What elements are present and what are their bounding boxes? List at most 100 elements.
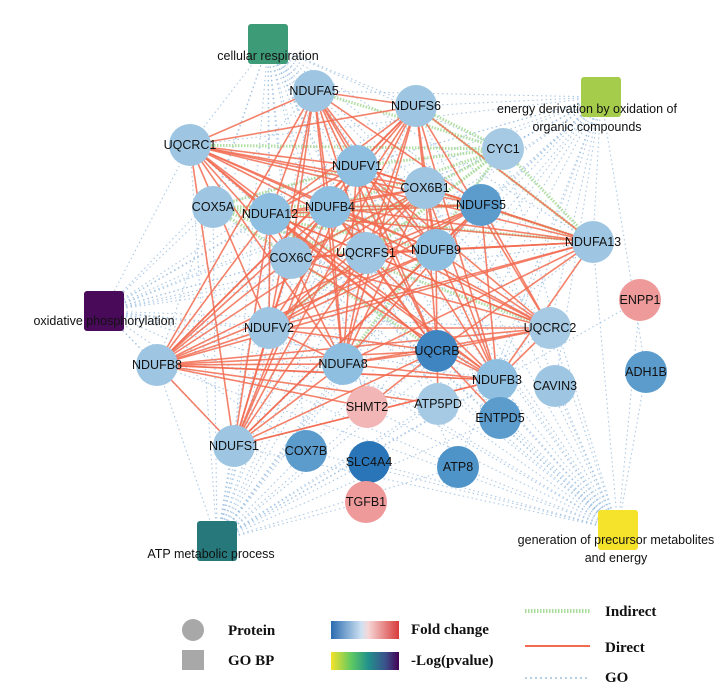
direct-edge <box>156 364 368 408</box>
go-edge <box>216 327 270 542</box>
protein-node-label: UQCRFS1 <box>336 246 396 260</box>
protein-node[interactable]: NDUFA12 <box>242 193 298 235</box>
protein-node[interactable]: NDUFA13 <box>565 221 621 263</box>
protein-node-circle <box>270 237 312 279</box>
protein-node-circle <box>476 359 518 401</box>
protein-node[interactable]: ATP8 <box>437 446 479 488</box>
go-term-node[interactable] <box>248 24 288 64</box>
protein-node[interactable]: ENPP1 <box>619 279 661 321</box>
protein-node-circle <box>437 446 479 488</box>
go-edge <box>617 299 641 531</box>
protein-node[interactable]: UQCRC2 <box>524 307 577 349</box>
indirect-edge <box>501 147 595 244</box>
go-edge <box>103 90 315 312</box>
protein-node[interactable]: UQCRFS1 <box>336 232 396 274</box>
go-edge <box>156 364 218 542</box>
protein-node-circle <box>248 307 290 349</box>
go-term-node[interactable] <box>197 521 237 561</box>
protein-node-label: UQCRC2 <box>524 321 577 335</box>
protein-node[interactable]: COX6B1 <box>400 167 450 209</box>
protein-node[interactable]: NDUFB3 <box>472 359 522 401</box>
protein-node[interactable]: NDUFV2 <box>244 307 294 349</box>
protein-node[interactable]: COX5A <box>192 186 235 228</box>
legend-protein-label: Protein <box>228 623 276 639</box>
protein-node[interactable]: NDUFB9 <box>411 229 461 271</box>
protein-node[interactable]: CAVIN3 <box>533 365 577 407</box>
direct-edge <box>189 144 270 329</box>
direct-edge <box>156 249 437 366</box>
go-edge <box>267 43 307 452</box>
go-edge <box>437 403 619 531</box>
protein-node-circle <box>395 85 437 127</box>
protein-node[interactable]: NDUFS5 <box>456 184 506 226</box>
protein-node-circle <box>348 441 390 483</box>
protein-node-label: NDUFB4 <box>305 200 355 214</box>
protein-node-label: NDUFA13 <box>565 235 621 249</box>
protein-node[interactable]: CYC1 <box>482 128 524 170</box>
protein-node-label: ATP8 <box>443 460 473 474</box>
protein-node[interactable]: ADH1B <box>625 351 667 393</box>
go-edge <box>415 96 602 107</box>
direct-edge <box>233 350 438 447</box>
go-edge <box>313 90 619 531</box>
protein-node[interactable]: SLC4A4 <box>346 441 393 483</box>
protein-node-label: NDUFA8 <box>318 357 367 371</box>
direct-edge <box>290 257 498 381</box>
go-edge <box>435 249 619 531</box>
direct-edge <box>268 90 315 329</box>
protein-node[interactable]: SHMT2 <box>346 386 388 428</box>
protein-node-circle <box>346 386 388 428</box>
go-edge <box>103 310 439 405</box>
go-edge <box>216 363 344 542</box>
protein-node-label: CAVIN3 <box>533 379 577 393</box>
protein-node[interactable]: NDUFS1 <box>209 425 259 467</box>
protein-node-circle <box>534 365 576 407</box>
direct-edge <box>189 144 426 189</box>
protein-node[interactable]: UQCRC1 <box>164 124 217 166</box>
protein-node-label: COX6B1 <box>400 181 449 195</box>
go-edge <box>554 385 619 531</box>
protein-node[interactable]: NDUFB4 <box>305 186 355 228</box>
go-term-node[interactable] <box>598 510 638 550</box>
protein-node-circle <box>625 351 667 393</box>
protein-node-label: TGFB1 <box>346 495 386 509</box>
go-edge <box>267 43 331 208</box>
protein-node[interactable]: NDUFV1 <box>332 145 382 187</box>
direct-edge <box>424 187 498 381</box>
protein-node[interactable]: NDUFB8 <box>132 344 182 386</box>
protein-node-circle <box>136 344 178 386</box>
protein-node-circle <box>619 279 661 321</box>
go-edge <box>499 417 619 531</box>
protein-node-circle <box>417 383 459 425</box>
go-edge <box>435 96 602 251</box>
go-term-node[interactable] <box>581 77 621 117</box>
protein-node-circle <box>285 430 327 472</box>
direct-edge <box>313 90 482 206</box>
protein-node[interactable]: ATP5PD <box>414 383 462 425</box>
direct-edge <box>313 90 498 381</box>
go-edge <box>216 165 358 542</box>
go-edge <box>617 371 647 531</box>
go-edge <box>103 310 307 452</box>
go-edge <box>189 144 218 542</box>
protein-node[interactable]: TGFB1 <box>345 481 387 523</box>
protein-node[interactable]: UQCRB <box>414 330 460 372</box>
protein-node[interactable]: NDUFA8 <box>318 343 368 385</box>
go-edge <box>216 213 271 542</box>
direct-edge <box>435 249 498 381</box>
direct-edge <box>156 364 439 405</box>
direct-edge <box>290 90 315 259</box>
direct-edge <box>269 204 482 215</box>
protein-node[interactable]: NDUFS6 <box>391 85 441 127</box>
legend-pvalue-gradient <box>331 652 399 670</box>
go-edge <box>342 96 602 365</box>
go-term-node[interactable] <box>84 291 124 331</box>
protein-node-circle <box>249 193 291 235</box>
protein-node[interactable]: COX7B <box>285 430 327 472</box>
protein-node[interactable]: NDUFA5 <box>289 70 339 112</box>
protein-node-circle <box>460 184 502 226</box>
protein-node-label: NDUFS6 <box>391 99 441 113</box>
protein-node[interactable]: COX6C <box>269 237 313 279</box>
protein-node[interactable]: ENTPD5 <box>475 397 525 439</box>
protein-node-circle <box>293 70 335 112</box>
